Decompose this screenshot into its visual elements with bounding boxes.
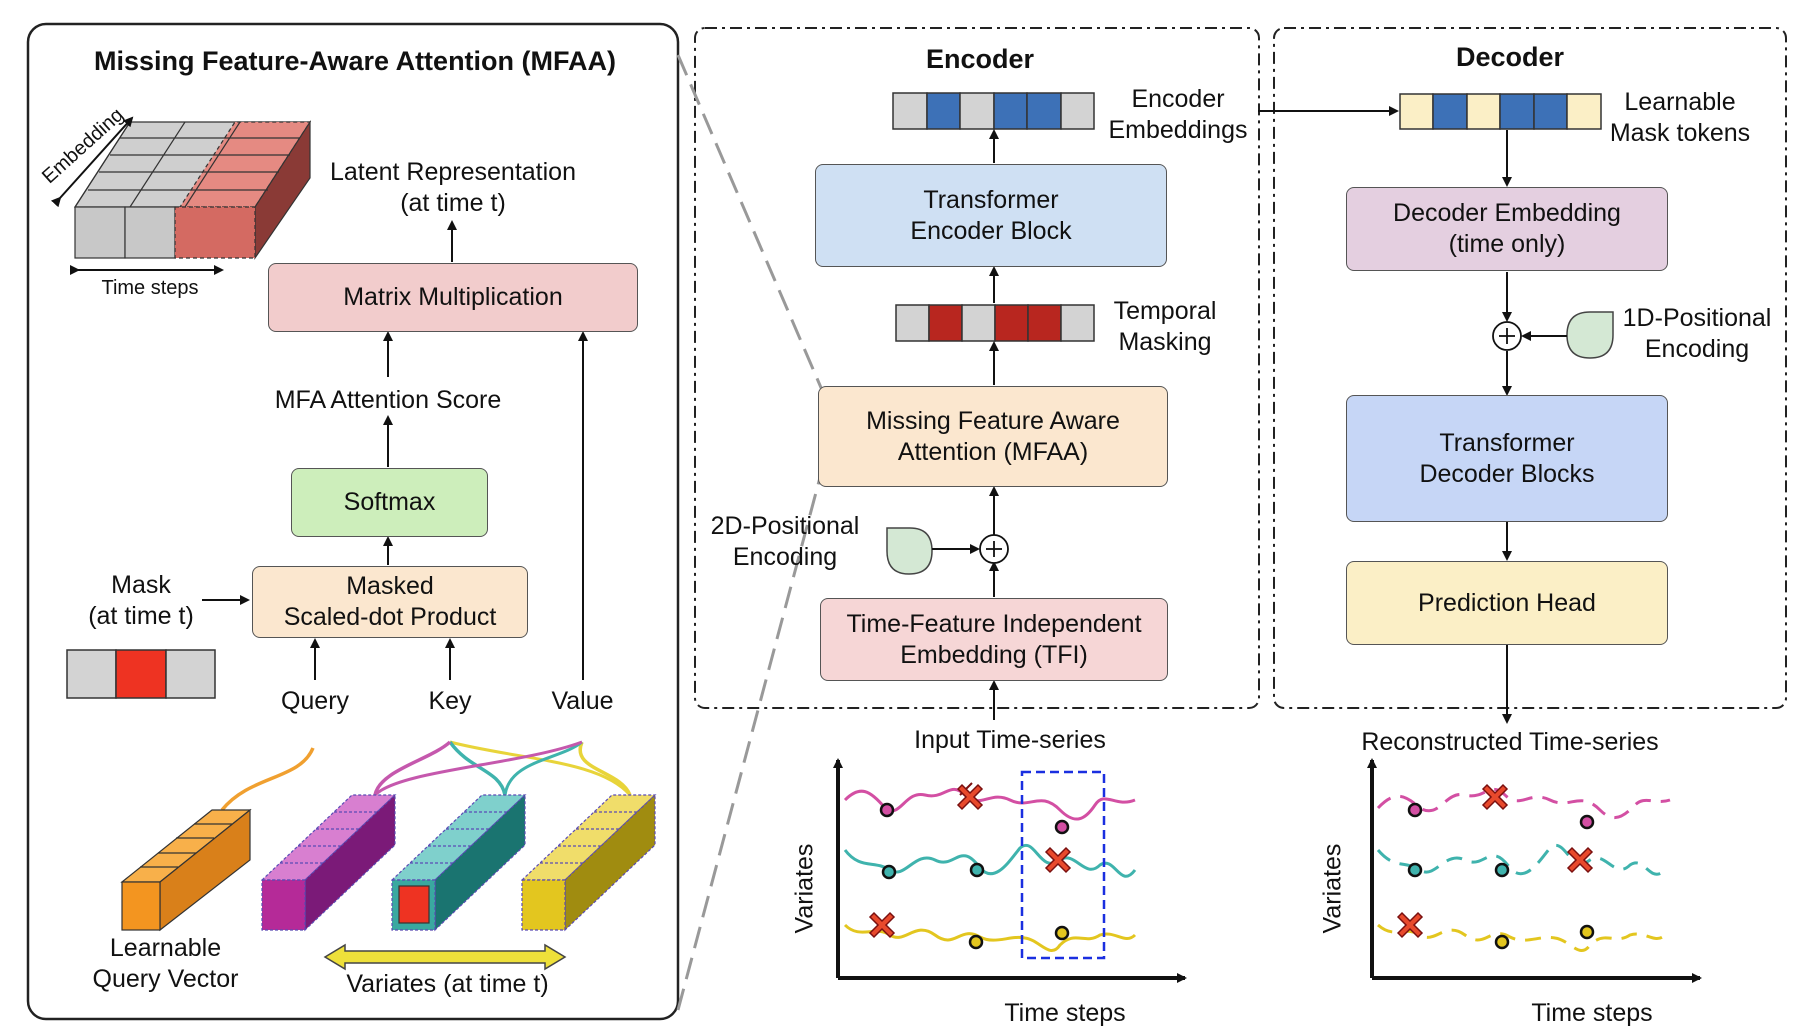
input-plot-x-label: Time steps [1004, 999, 1126, 1027]
1d-positional-encoding-label: 1D-Positional Encoding [1622, 304, 1772, 363]
encoder-embeddings-label: Encoder Embeddings [1108, 85, 1248, 144]
time-steps-axis-label: Time steps [101, 277, 199, 299]
mfaa-title: Missing Feature-Aware Attention (MFAA) [93, 46, 617, 76]
output-plot [1367, 758, 1702, 983]
decoder-frame [1273, 27, 1787, 709]
mfa-attention-score-label: MFA Attention Score [274, 386, 502, 414]
transformer-encoder-block: Transformer Encoder Block [815, 164, 1167, 267]
missing-marker-icon [1566, 846, 1594, 874]
output-series-teal [1376, 844, 1667, 876]
encoder-title: Encoder [925, 44, 1035, 74]
query-label: Query [280, 687, 350, 715]
mask-strip-icon [66, 649, 216, 699]
prediction-head-block: Prediction Head [1346, 561, 1668, 645]
learnable-mask-tokens-label: Learnable Mask tokens [1609, 88, 1751, 147]
zoom-line-bottom [676, 469, 824, 1011]
2d-positional-encoding-label: 2D-Positional Encoding [710, 512, 860, 571]
output-series-yellow [1377, 923, 1667, 952]
key-label: Key [428, 687, 472, 715]
input-plot [833, 758, 1187, 983]
softmax-box: Softmax [291, 468, 488, 537]
encoder-frame [694, 27, 1260, 709]
variate-stack-teal [390, 793, 527, 932]
input-highlight-window [1020, 770, 1106, 960]
input-series-yellow [843, 923, 1137, 952]
latent-representation-label: Latent Representation (at time t) [329, 158, 576, 217]
temporal-masking-label: Temporal Masking [1113, 297, 1217, 356]
key-connector-pink [373, 740, 452, 796]
input-series-teal [843, 844, 1137, 878]
encoder-embeddings-strip [892, 92, 1095, 130]
value-connector-yellow [578, 741, 632, 796]
mfaa-block: Missing Feature Aware Attention (MFAA) [818, 386, 1168, 487]
variate-stack-pink [260, 793, 397, 932]
key-connector-yellow [449, 740, 632, 796]
masked-scaled-dot-product-box: Masked Scaled-dot Product [252, 566, 528, 638]
embedding-axis-arrow [50, 116, 134, 208]
mfaa-panel-frame [26, 22, 680, 1021]
enc-positional-encoding-icon [886, 527, 933, 575]
matrix-multiplication-box: Matrix Multiplication [268, 263, 638, 332]
zoom-line-top [676, 54, 824, 391]
variates-at-time-t-label: Variates (at time t) [346, 970, 549, 998]
variates-double-arrow [323, 943, 567, 971]
value-connector-teal [503, 740, 583, 796]
learnable-query-vector-label: Learnable Query Vector [92, 934, 239, 993]
missing-marker-icon [956, 783, 984, 811]
query-connector [220, 747, 315, 812]
output-plot-y-label: Variates [1318, 843, 1347, 934]
output-series-pink [1376, 787, 1671, 820]
variate-stack-yellow [520, 793, 657, 932]
mask-tokens-strip [1399, 93, 1602, 130]
key-connector-teal [448, 740, 507, 796]
decoder-title: Decoder [1455, 42, 1565, 72]
tfi-embedding-block: Time-Feature Independent Embedding (TFI) [820, 598, 1168, 681]
missing-marker-icon [1044, 846, 1072, 874]
mask-label: Mask (at time t) [88, 571, 194, 630]
value-label: Value [551, 687, 614, 715]
missing-marker-icon [1481, 783, 1509, 811]
query-vector-icon [120, 808, 252, 932]
decoder-embedding-block: Decoder Embedding (time only) [1346, 187, 1668, 271]
transformer-decoder-blocks: Transformer Decoder Blocks [1346, 395, 1668, 522]
output-plot-x-label: Time steps [1531, 999, 1653, 1027]
input-time-series-label: Input Time-series [914, 726, 1106, 754]
reconstructed-time-series-label: Reconstructed Time-series [1361, 728, 1659, 756]
value-connector-pink [373, 740, 583, 797]
missing-marker-icon [868, 911, 896, 939]
dec-positional-encoding-icon [1566, 311, 1614, 359]
missing-marker-icon [1396, 911, 1424, 939]
temporal-masking-strip [895, 304, 1095, 342]
input-plot-y-label: Variates [790, 843, 819, 934]
